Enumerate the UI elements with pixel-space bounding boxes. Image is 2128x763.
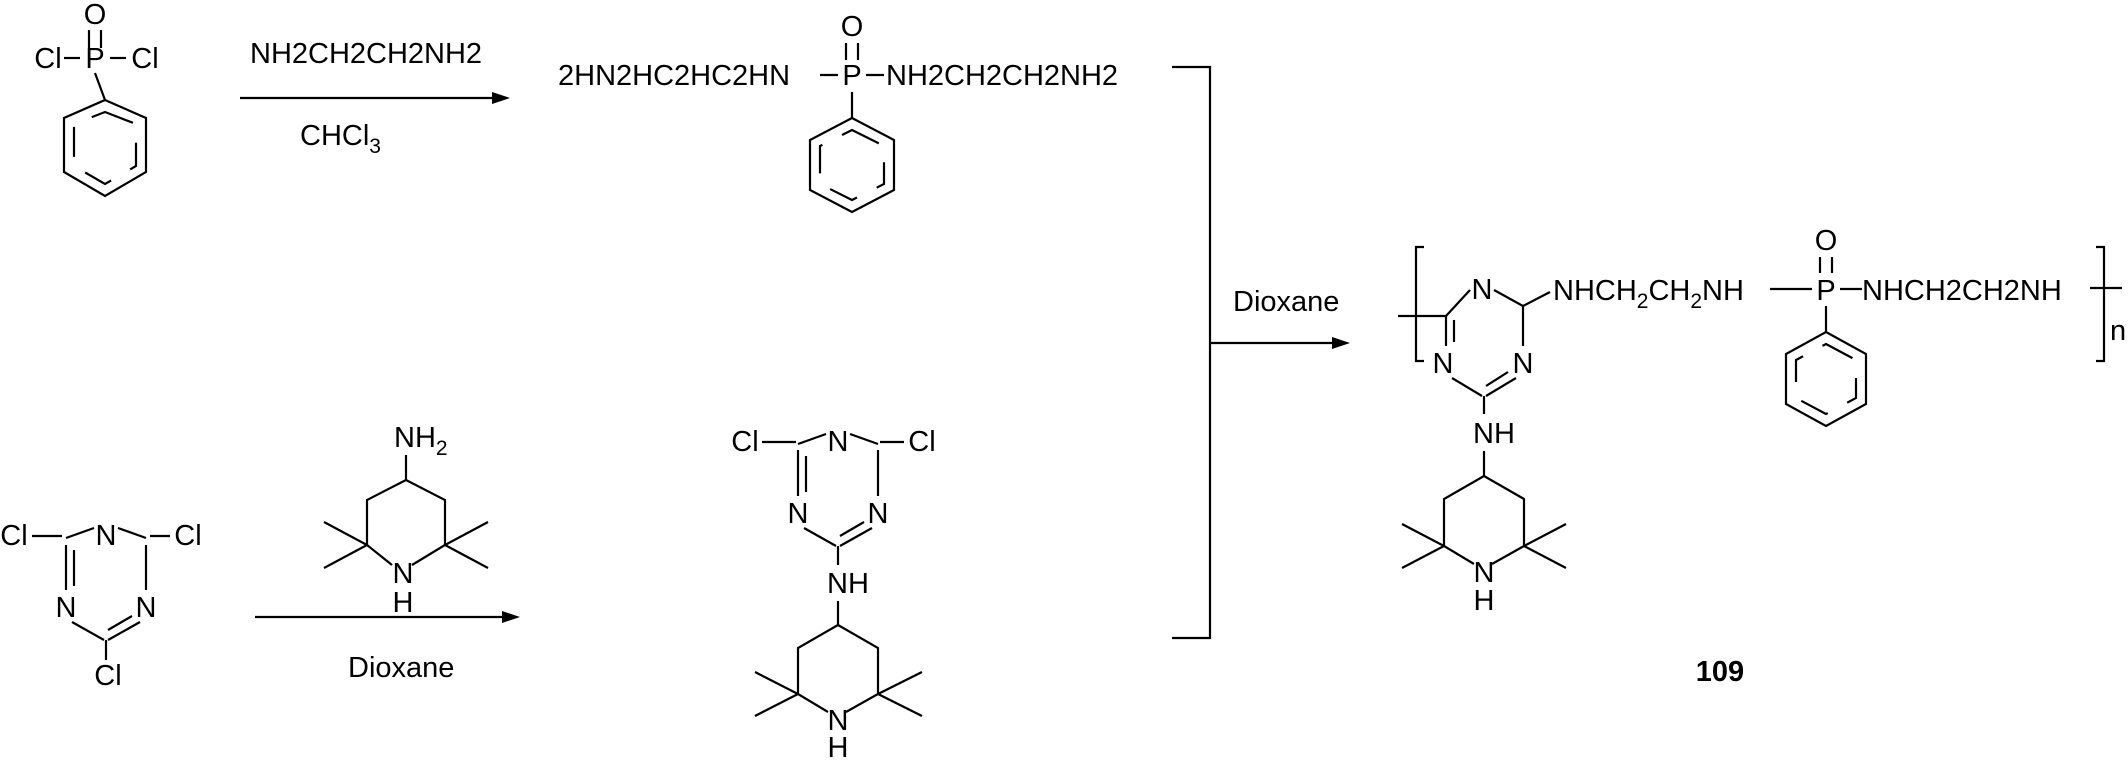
benzene-ring [808, 116, 896, 214]
atom-N-right: N [868, 498, 889, 530]
step1-arrowhead [492, 92, 510, 104]
bond-N-C-bottom-double [839, 521, 865, 537]
atom-H-ring: H [1474, 585, 1495, 617]
piperidine-ring-right [837, 624, 880, 713]
atom-NH: NH [827, 568, 869, 600]
phosphonamide-intermediate: 2HN2HC2HC2HN O P NH2CH2CH2NH2 [558, 11, 1118, 214]
methyl-2 [444, 544, 489, 569]
atom-H-ring: H [828, 732, 849, 763]
atom-O: O [841, 11, 864, 43]
atom-P: P [85, 43, 104, 75]
bond-N-C-top [117, 526, 147, 540]
atom-N-ring: N [1474, 557, 1495, 589]
methyl-3 [323, 521, 368, 546]
atom-NH: NH [1473, 418, 1515, 450]
bond-C-N-top-left [1445, 289, 1471, 317]
atom-H-ring: H [393, 587, 414, 619]
bond-N-C-top-right [1493, 289, 1524, 307]
piperidine-ring [405, 479, 447, 566]
bond-N-C-bottom-right-double [107, 615, 133, 631]
benzene-inner-ring [1794, 342, 1858, 416]
atom-N-ring: N [828, 705, 849, 737]
methyl-1 [444, 521, 489, 546]
bond-N-C-bottom-right [1485, 377, 1517, 397]
step1-arrow-group: NH2CH2CH2NH2 CHCl3 [240, 38, 510, 158]
step2-arrowhead [502, 611, 520, 623]
atom-N-top: N [828, 426, 849, 458]
bond-N-C-bottom-double [1485, 371, 1509, 387]
chain-right: NHCH2CH2NH [1862, 275, 2062, 307]
step1-solvent: CHCl3 [300, 120, 381, 158]
step3-arrow-group: Dioxane [1210, 286, 1350, 349]
methyl-4 [1401, 545, 1445, 569]
bond-C-NH-chain [1522, 291, 1551, 307]
atom-Cl-right: Cl [131, 43, 158, 75]
cyanuric-chloride: Cl N Cl N N Cl [0, 520, 201, 692]
atom-P: P [1816, 275, 1835, 307]
bond-C-N-top [65, 526, 95, 540]
atom-Cl-top-right: Cl [174, 520, 201, 552]
methyl-4 [323, 544, 368, 569]
piperidine-ring-right [1483, 475, 1526, 565]
bond-N-C-bottom-left [1451, 377, 1483, 397]
methyl-3 [1401, 523, 1445, 547]
methyl-2 [877, 693, 923, 717]
atom-NH2: NH2 [394, 422, 448, 460]
bond-C-N-top-left [797, 432, 827, 446]
piperidine-ring-left [365, 479, 407, 566]
atom-N-top: N [96, 520, 117, 552]
triazine-adduct: Cl N Cl N N NH N H [731, 426, 935, 763]
atom-O: O [1815, 225, 1838, 257]
repeat-bracket-right [2096, 245, 2106, 363]
amine-reagent: NH2 N H [323, 422, 489, 619]
bond-N-C-top-right [849, 432, 879, 446]
combine-bracket [1172, 65, 1212, 640]
benzene-inner-ring [72, 110, 138, 186]
step1-reagent: NH2CH2CH2NH2 [250, 38, 482, 70]
bond-N-C-bottom-right [107, 621, 141, 641]
atom-O: O [84, 0, 107, 31]
step3-solvent: Dioxane [1233, 286, 1339, 318]
atom-Cl-top-left: Cl [0, 520, 27, 552]
repeat-n: n [2110, 315, 2126, 347]
atom-N-right: N [1513, 348, 1534, 380]
bond-N-C-bottom-left [71, 621, 105, 641]
atom-N-left: N [1433, 348, 1454, 380]
bond-P-ring [93, 72, 107, 101]
product-109: n N N N NHCH2CH2NH O P NHCH2CH2NH NH [1398, 225, 2126, 688]
atom-N-ring: N [393, 558, 414, 590]
compound-number: 109 [1696, 656, 1744, 688]
piperidine-ring-left [1442, 475, 1485, 565]
methyl-1 [877, 671, 923, 695]
step3-arrowhead [1332, 337, 1350, 349]
phenylphosphonic-dichloride: O Cl P Cl [34, 0, 159, 198]
atom-Cl-left: Cl [34, 43, 61, 75]
bond-N-C-bottom-left [803, 527, 837, 547]
piperidine-ring-left [796, 624, 839, 713]
repeat-bracket-left [1414, 245, 1424, 363]
atom-N-left: N [56, 592, 77, 624]
atom-N-top: N [1472, 274, 1493, 306]
benzene-ring [1784, 330, 1868, 428]
atom-N-left: N [788, 498, 809, 530]
methyl-2 [1523, 545, 1567, 569]
benzene-inner-ring [818, 128, 886, 202]
chain-left: 2HN2HC2HC2HN [558, 60, 790, 92]
methyl-1 [1523, 523, 1567, 547]
atom-Cl-bottom: Cl [94, 660, 121, 692]
chain-ethylenediamine: NHCH2CH2NH [1553, 275, 1744, 313]
bracket-line [1172, 65, 1212, 640]
bond-N-C-bottom-right [839, 527, 873, 547]
atom-N-right: N [136, 592, 157, 624]
step2-arrow-group: Dioxane [255, 611, 520, 684]
atom-Cl-right: Cl [908, 426, 935, 458]
atom-P: P [842, 60, 861, 92]
step2-solvent: Dioxane [348, 652, 454, 684]
methyl-4 [754, 693, 799, 717]
methyl-3 [754, 671, 799, 695]
chain-right: NH2CH2CH2NH2 [886, 60, 1118, 92]
benzene-ring [62, 98, 148, 198]
atom-Cl-left: Cl [731, 426, 758, 458]
